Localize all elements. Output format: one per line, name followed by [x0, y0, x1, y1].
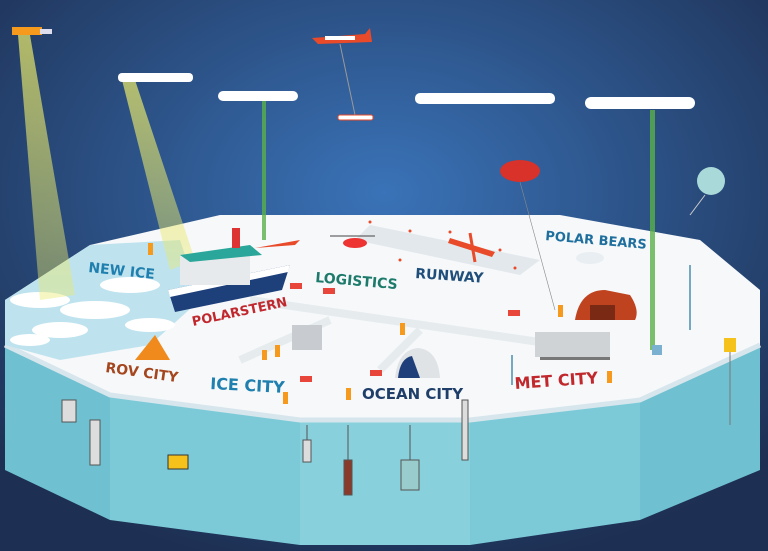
container-icon — [292, 325, 322, 350]
satellite-beam — [18, 35, 75, 300]
buoy-icon — [652, 338, 736, 425]
underwater-instruments — [61, 399, 469, 496]
person-icon — [148, 243, 612, 404]
container-icon — [535, 332, 610, 360]
label-logistics: LOGISTICS — [315, 270, 399, 293]
satellite-icon — [12, 27, 52, 35]
helicopter-icon — [330, 235, 375, 248]
tent-icon — [135, 335, 170, 360]
cloud-icon — [118, 73, 695, 109]
balloon-icon — [500, 160, 556, 311]
mast-icon — [511, 265, 691, 385]
lidar-beam — [650, 110, 655, 350]
label-ocean-city: OCEAN CITY — [362, 385, 464, 403]
airplane-icon — [448, 232, 495, 263]
runway-lights — [368, 220, 517, 270]
label-ice-city: ICE CITY — [210, 374, 286, 397]
rov-icon — [167, 454, 189, 470]
runway-strip — [355, 225, 540, 275]
hangar-icon — [575, 290, 637, 320]
polar-bear-icon — [576, 252, 604, 264]
weather-balloon-icon — [689, 167, 725, 216]
ship-icon — [168, 228, 300, 312]
satellite-beam — [122, 80, 195, 270]
snowmobile-icon — [290, 283, 520, 382]
dome-tent-icon — [395, 348, 440, 378]
airplane-icon — [312, 28, 374, 121]
lidar-beam — [262, 100, 266, 240]
label-runway: RUNWAY — [415, 266, 485, 287]
label-new-ice: NEW ICE — [88, 260, 156, 283]
